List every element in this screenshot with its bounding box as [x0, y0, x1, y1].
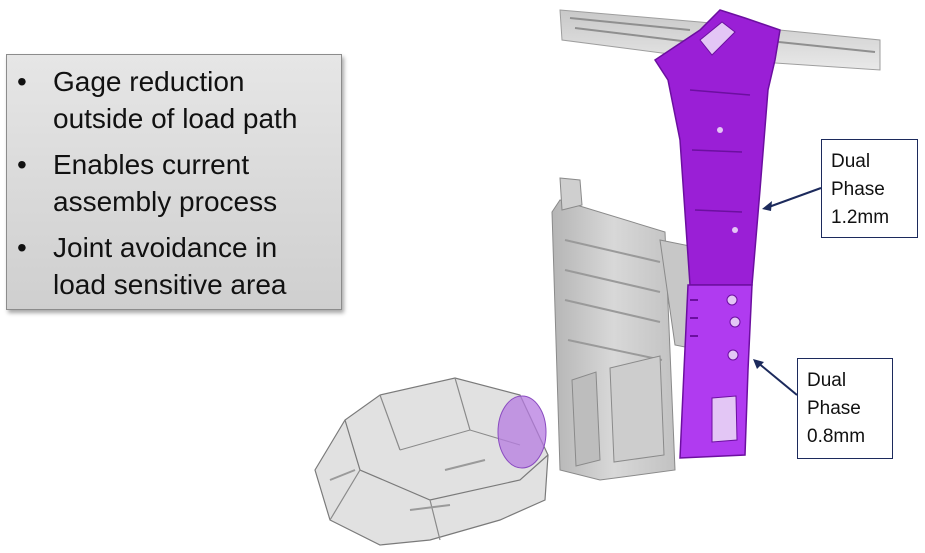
callout-line: Dual: [807, 370, 847, 391]
key-points-box: • Gage reduction outside of load path • …: [6, 54, 342, 310]
bullet-dot-icon: •: [17, 149, 27, 180]
callout-line: Dual: [831, 151, 871, 172]
key-points-list: • Gage reduction outside of load path • …: [7, 55, 341, 303]
bullet-line: Joint avoidance in: [53, 232, 278, 263]
highlight-area-marker: [497, 395, 547, 469]
b-pillar-upper-1-2mm: [653, 9, 781, 286]
callout-arrows: [753, 187, 822, 396]
list-item: • Enables current assembly process: [7, 146, 341, 220]
bullet-line: load sensitive area: [53, 269, 287, 300]
callout-dual-phase-1-2mm: Dual Phase 1.2mm: [821, 139, 918, 238]
callout-line: Phase: [831, 179, 885, 200]
list-item: • Gage reduction outside of load path: [7, 63, 341, 137]
bullet-line: outside of load path: [53, 103, 298, 134]
bullet-line: Enables current: [53, 149, 250, 180]
bullet-line: assembly process: [53, 186, 278, 217]
vehicle-thumbnail: [314, 377, 549, 546]
bullet-line: Gage reduction: [53, 66, 245, 97]
callout-line: 1.2mm: [831, 207, 890, 228]
callout-line: 0.8mm: [807, 426, 866, 447]
callout-dual-phase-0-8mm: Dual Phase 0.8mm: [797, 358, 893, 459]
list-item: • Joint avoidance in load sensitive area: [7, 229, 341, 303]
bullet-dot-icon: •: [17, 66, 27, 97]
bullet-dot-icon: •: [17, 232, 27, 263]
b-pillar-lower-0-8mm: [679, 284, 753, 459]
callout-line: Phase: [807, 398, 861, 419]
